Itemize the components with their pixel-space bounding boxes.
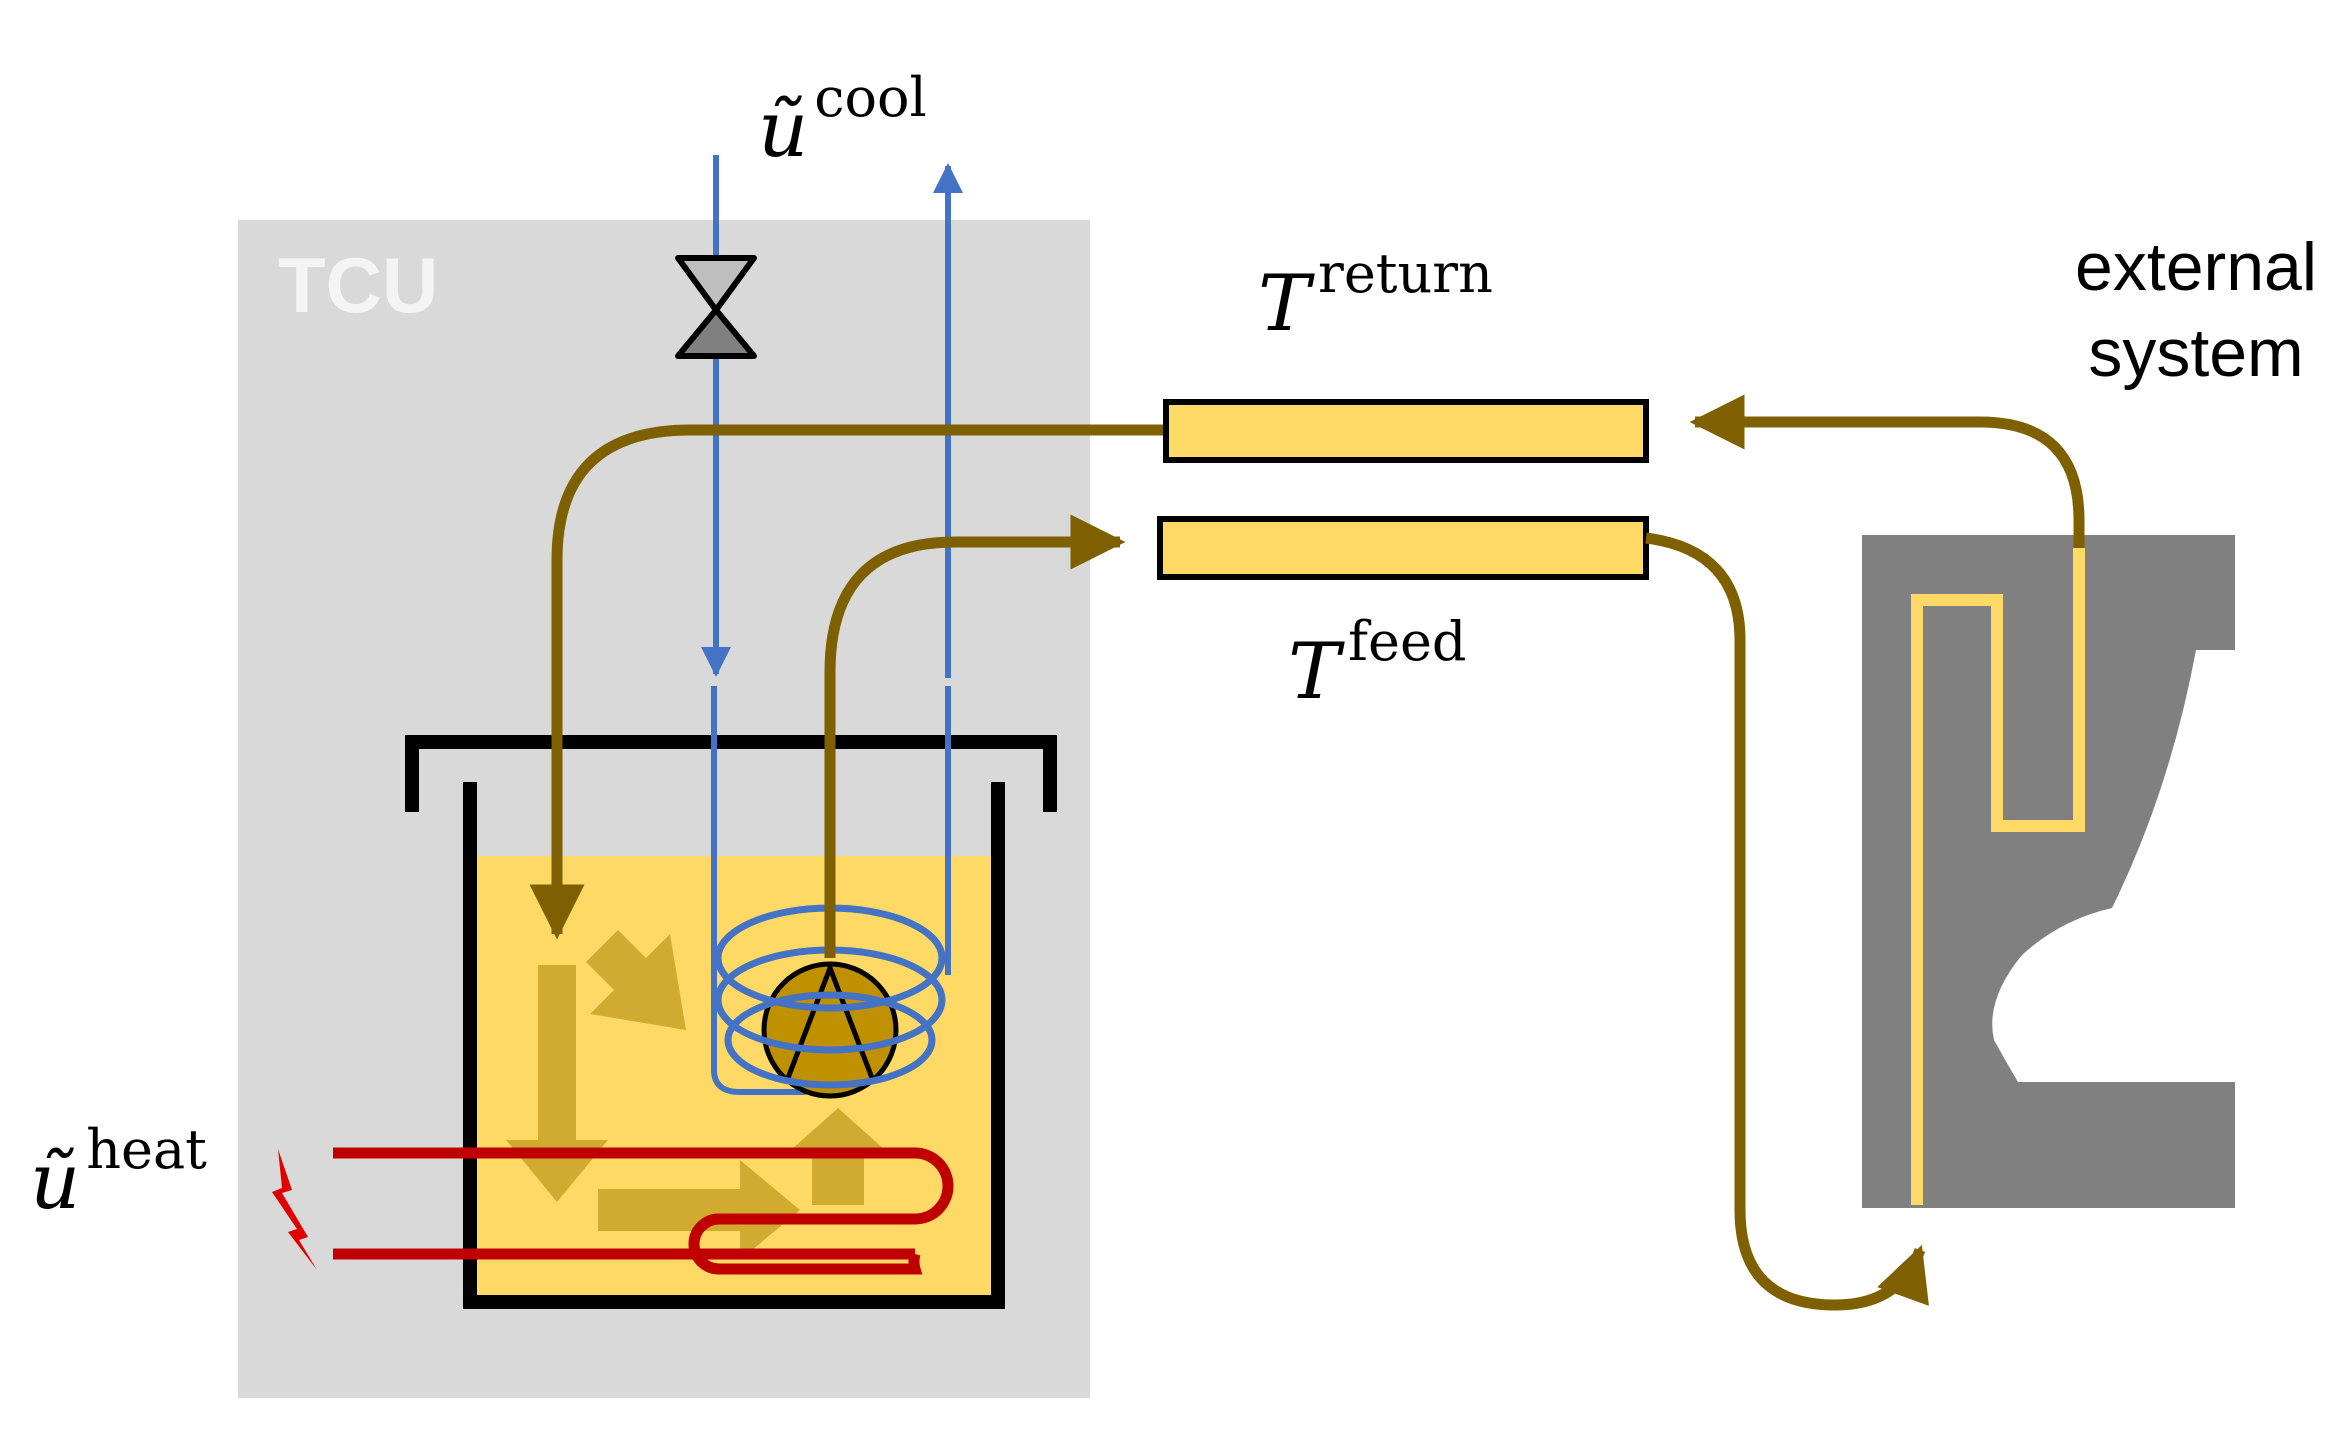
tank-wall [463, 782, 1005, 1309]
return-pipe [529, 424, 1166, 940]
u-cool-base: ũ [758, 85, 808, 175]
t-return-sensor [1163, 399, 1649, 463]
external-return-pipe [1689, 394, 2085, 548]
t-return-sup: return [1318, 242, 1493, 305]
u-heat-sup: heat [86, 1118, 207, 1181]
flow-arrow-right [598, 1160, 800, 1260]
external-feed-pipe [1645, 532, 1929, 1311]
external-system-body [1862, 535, 2235, 1208]
flow-arrow-down [506, 965, 608, 1202]
cooling-inner-down [711, 686, 806, 1095]
t-feed-sensor [1157, 516, 1649, 580]
feed-pipe [824, 514, 1126, 958]
external-channel [1911, 548, 2085, 1205]
lightning-icon [272, 1149, 317, 1270]
valve-icon [675, 255, 757, 359]
t-feed-base: T [1288, 627, 1345, 717]
heater-coil [333, 1147, 954, 1275]
u-heat-base: ũ [30, 1137, 80, 1227]
flow-arrow-diagonal [586, 930, 686, 1030]
external-system-label-line1: external [2075, 229, 2317, 305]
t-feed-sup: feed [1348, 610, 1466, 673]
pump-icon [761, 960, 899, 1099]
u-cool-sup: cool [814, 66, 927, 129]
external-system-label-line2: system [2088, 315, 2303, 391]
tank-lid [405, 735, 1057, 812]
tcu-label: TCU [278, 241, 438, 329]
t-return-base: T [1258, 259, 1315, 349]
